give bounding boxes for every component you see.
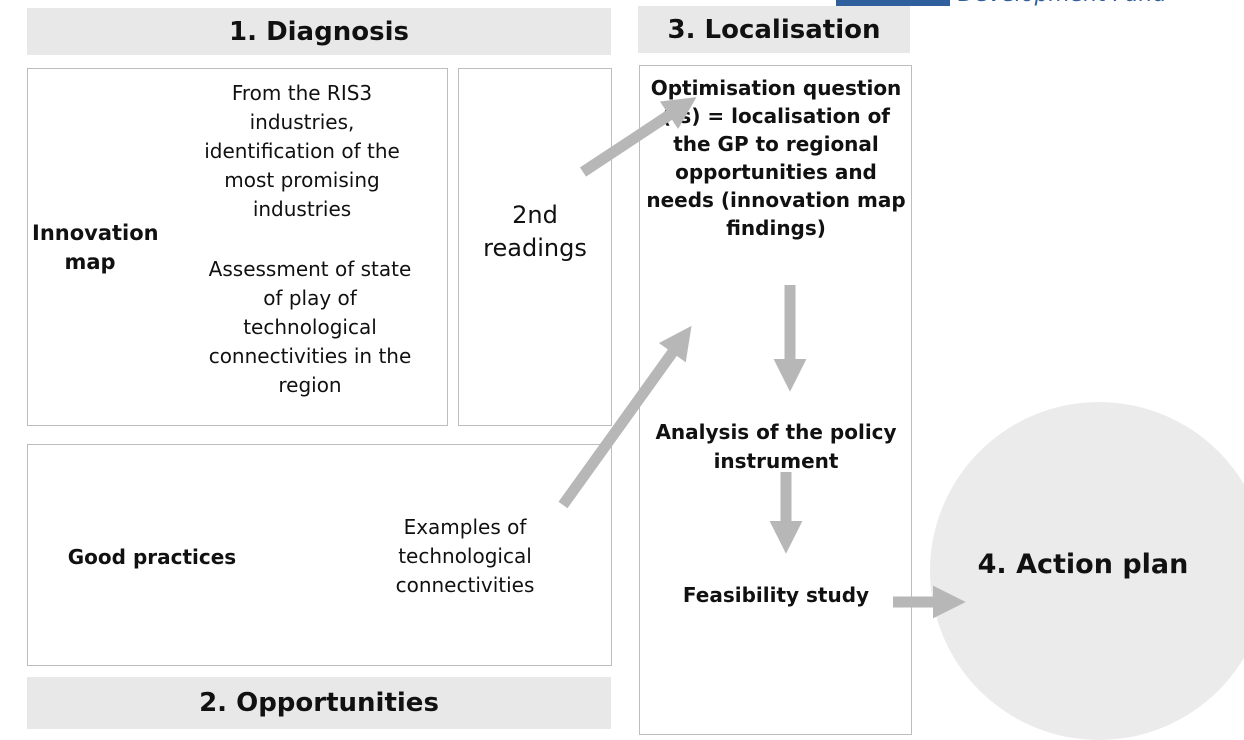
analysis-text: Analysis of the policy instrument (655, 420, 897, 473)
innovation-map-label: Innovation map (32, 221, 159, 274)
logo-text: Development Fund (958, 0, 1178, 8)
logo-bar (836, 0, 950, 6)
action-plan-title: 4. Action plan (977, 549, 1189, 580)
arrow-examples-to-localisation (558, 325, 692, 509)
connector-arrows (558, 97, 966, 619)
second-readings-box (458, 68, 612, 426)
localisation-box (639, 65, 912, 735)
ris3-industries-text: From the RIS3 industries, identification… (204, 81, 400, 221)
arrow-innovation-to-localisation (579, 97, 697, 177)
feasibility-text: Feasibility study (682, 583, 870, 607)
innovation-map-box (27, 68, 448, 426)
good-practices-box (27, 444, 612, 666)
opportunities-header: 2. Opportunities (27, 677, 611, 729)
localisation-header: 3. Localisation (638, 6, 910, 53)
assessment-text: Assessment of state of play of technolog… (208, 257, 412, 397)
diagnosis-header: 1. Diagnosis (27, 8, 611, 55)
optimisation-question-text: Optimisation question (-s) = localisatio… (646, 76, 906, 240)
second-readings-text: 2nd readings (483, 201, 587, 262)
examples-text: Examples of technological connectivities (395, 515, 535, 597)
good-practices-label: Good practices (67, 545, 237, 569)
action-plan-circle (930, 402, 1244, 740)
